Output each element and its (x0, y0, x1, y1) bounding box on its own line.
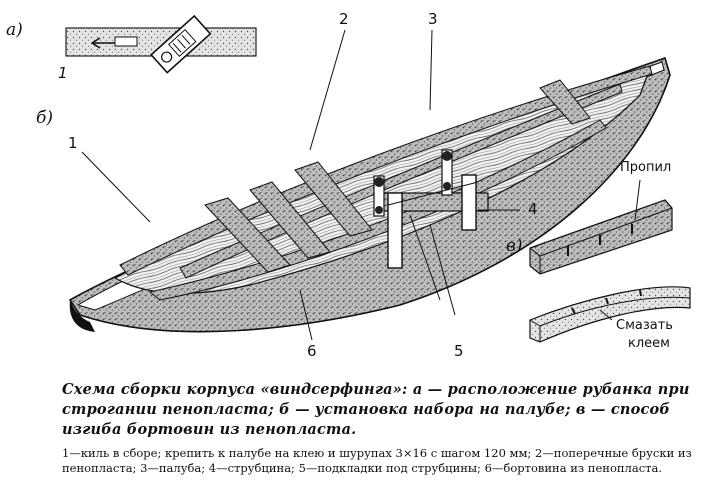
strip-bending-figure (529, 179, 691, 343)
callout-5: 5 (454, 342, 464, 360)
board-figure (68, 56, 671, 333)
plane-on-foam-figure (65, 14, 257, 74)
panel-label-v: в) (506, 236, 523, 256)
callout-6: 6 (307, 342, 317, 360)
callout-4: 4 (528, 200, 538, 218)
caption-title: Схема сборки корпуса «виндсерфинга»: а —… (62, 381, 690, 438)
label-kleem: клеем (628, 336, 670, 351)
panel-label-b: б) (36, 108, 54, 128)
caption-notes: 1—киль в сборе; крепить к палубе на клею… (62, 446, 692, 475)
leader-lines (81, 29, 520, 341)
clamp-figure (373, 149, 489, 269)
panel-label-a: а) (6, 20, 23, 40)
figure-caption: Схема сборки корпуса «виндсерфинга»: а —… (62, 380, 702, 476)
label-propil: Пропил (620, 160, 672, 175)
callout-1a: 1 (58, 64, 68, 82)
callout-3: 3 (428, 10, 438, 28)
callout-1: 1 (68, 134, 78, 152)
callout-2: 2 (339, 10, 349, 28)
label-smazat: Смазать (616, 318, 673, 333)
